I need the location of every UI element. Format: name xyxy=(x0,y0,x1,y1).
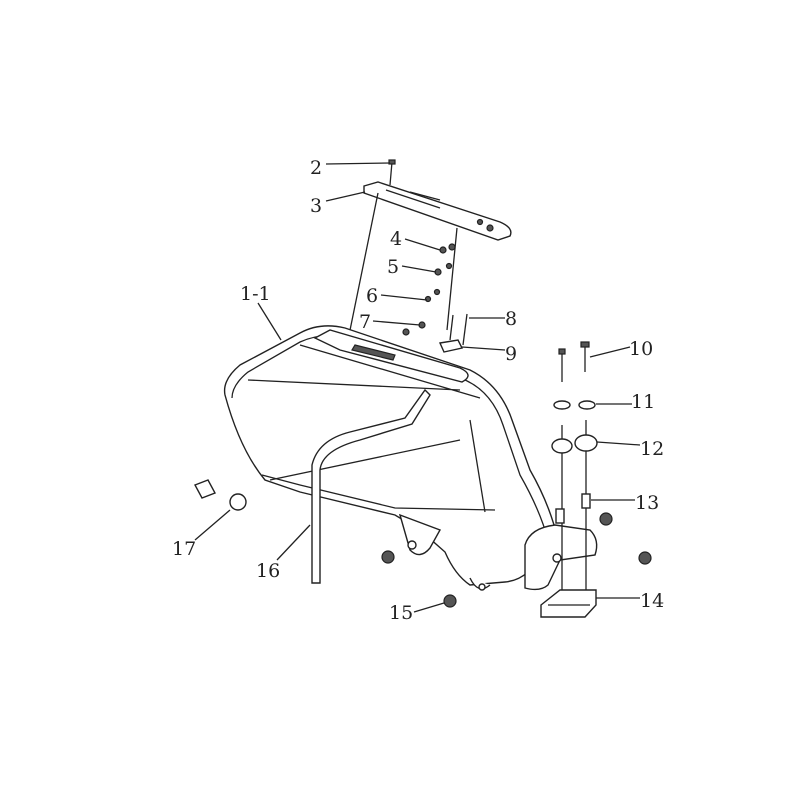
callout-16: 16 xyxy=(256,560,280,582)
callout-14: 14 xyxy=(640,590,664,612)
callout-12: 12 xyxy=(640,438,664,460)
callout-11: 11 xyxy=(631,391,655,413)
callout-8: 8 xyxy=(505,308,517,330)
callout-6: 6 xyxy=(366,285,378,307)
callout-10: 10 xyxy=(629,338,653,360)
callout-1-1: 1-1 xyxy=(240,283,271,305)
callout-labels: 2 3 4 5 6 1-1 7 8 9 10 11 12 13 14 15 16… xyxy=(172,157,664,624)
caps-17 xyxy=(194,479,247,511)
fasteners-4-5-6 xyxy=(424,243,456,303)
bolt-2 xyxy=(388,159,396,186)
carrier-plate xyxy=(347,181,512,341)
callout-17: 17 xyxy=(172,538,196,560)
nuts-15 xyxy=(381,512,652,608)
callout-3: 3 xyxy=(310,195,322,217)
mount-hardware xyxy=(540,341,598,618)
tube-16 xyxy=(311,388,431,584)
callout-2: 2 xyxy=(310,157,322,179)
callout-5: 5 xyxy=(387,256,399,278)
leader-lines xyxy=(194,162,641,613)
fuel-tank xyxy=(223,325,598,591)
callout-13: 13 xyxy=(635,492,659,514)
fasteners-7-8-9 xyxy=(402,313,468,353)
callout-15: 15 xyxy=(389,602,413,624)
callout-7: 7 xyxy=(359,311,371,333)
callout-9: 9 xyxy=(505,343,517,365)
callout-4: 4 xyxy=(390,228,402,250)
